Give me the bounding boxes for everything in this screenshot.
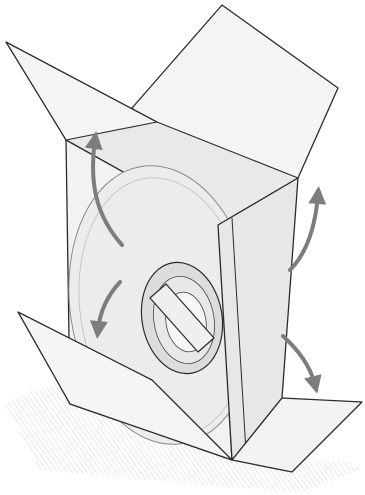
arrow-right-down <box>283 336 315 385</box>
